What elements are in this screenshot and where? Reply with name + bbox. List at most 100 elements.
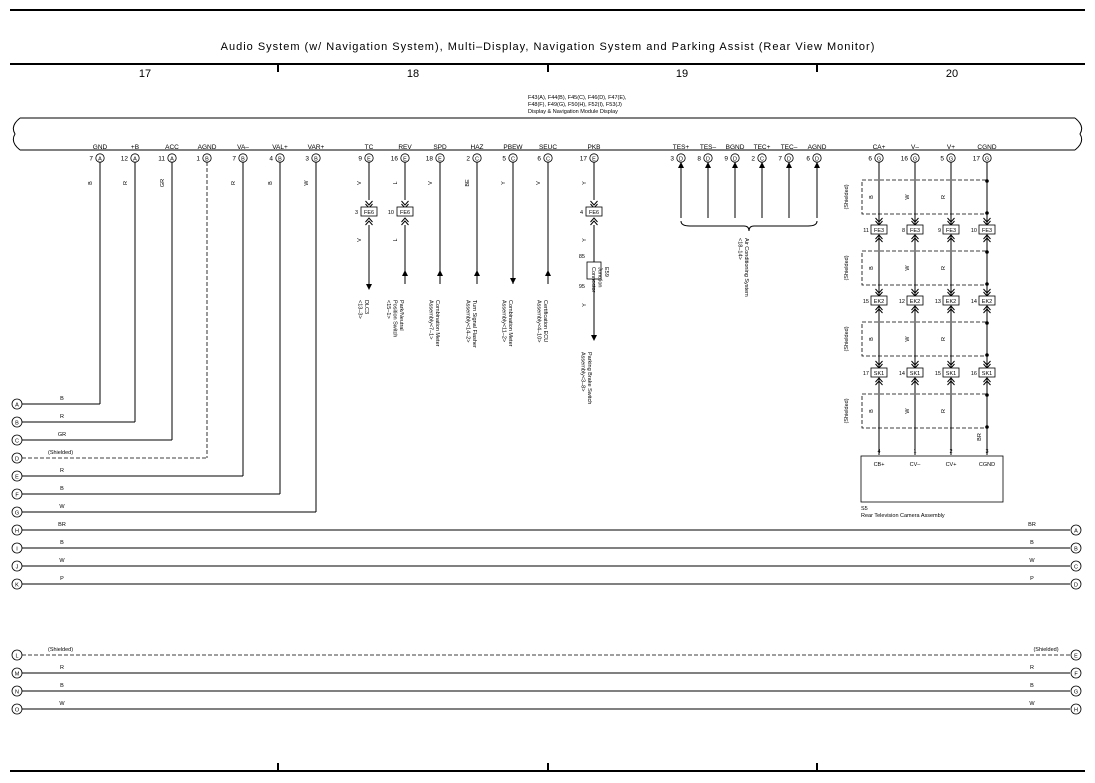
terminal-pin: 9 [724,156,728,163]
terminal-name: VAR+ [308,144,325,151]
destination-cert: Certification ECUAssembly<4–10> [536,300,549,343]
shielded-box [861,179,988,215]
junction-pin: 8 [902,228,905,234]
terminal-name: VA– [237,144,249,151]
junction-label: FE6 [400,210,410,216]
terminal-connector-letter: A [133,157,137,163]
arrow-up-icon [705,162,711,168]
junction-label: SK1 [982,371,992,377]
wire-color-label: W [905,408,911,414]
terminal-connector-letter: D [706,157,710,163]
terminal-pin: 17 [580,156,588,163]
junction-pin: 10 [971,228,977,234]
junction-pin: 4 [580,210,583,216]
camera-box [860,455,1004,503]
wire-color-label: Y [582,303,588,307]
bus-letter: G [15,511,19,517]
wire-color-label: B [268,181,274,185]
terminal-name: CGND [977,144,996,151]
junction-pin: 15 [863,299,869,305]
double-chevron-up-icon [983,234,991,243]
section-number: 20 [946,68,958,80]
double-chevron-up-icon [947,305,955,314]
arrow-down-icon [510,278,516,284]
terminal-pin: 8 [697,156,701,163]
terminal-name: BGND [726,144,745,151]
wire-color-label: V [357,181,363,185]
wire-color-label: Y [501,181,507,185]
terminal-connector-letter: B [241,157,245,163]
terminal-name: +B [131,144,139,151]
shielded-label: (Shielded) [844,398,850,423]
double-chevron-up-icon [911,377,919,386]
junction-pin: 14 [971,299,977,305]
bus-wire-color: B [60,683,64,689]
junction-label: EK2 [982,299,992,305]
bus-wire-color: W [1029,558,1035,564]
bus-connector-left [11,578,23,590]
double-chevron-up-icon [983,305,991,314]
terminal-connector-letter: G [877,157,881,163]
terminal-pin: 6 [537,156,541,163]
bus-letter: C [15,439,19,445]
junction-label: SK1 [874,371,884,377]
junction-box [942,224,960,235]
junction-label: EK2 [946,299,956,305]
bus-letter: L [15,654,18,660]
bus-connector-left [11,452,23,464]
terminal-connector-letter: E [367,157,371,163]
terminal-pin: 12 [121,156,129,163]
junction-label: EK2 [910,299,920,305]
terminal-pin: 5 [940,156,944,163]
wire-color-label: V [357,238,363,242]
junction-label: FE6 [589,210,599,216]
bus-letter: B [1074,547,1078,553]
brace [680,220,818,232]
junction-box [906,367,924,378]
bus-connector-right [1070,524,1082,536]
double-chevron-up-icon [401,217,409,226]
wire-color-label: B [869,266,875,270]
junction-box [942,295,960,306]
bus-wire-color: R [60,414,64,420]
bus-letter: M [15,672,20,678]
bus-letter: J [16,565,19,571]
junction-pin: 15 [935,371,941,377]
terminal-name: V– [911,144,919,151]
junction-box [942,367,960,378]
junction-pin: 10 [388,210,394,216]
terminal-name: SPD [433,144,447,151]
module-connectors: F43(A), F44(B), F45(C), F46(D), F47(E), [528,95,627,101]
bus-letter: N [15,690,19,696]
bus-letter: A [15,403,19,409]
junction-pin: 3 [355,210,358,216]
terminal-pin: 2 [751,156,755,163]
bus-connector-left [11,398,23,410]
bus-connector-left [11,667,23,679]
camera-pin: 3 [985,449,988,455]
terminal-name: TC [365,144,374,151]
terminal-connector-letter: C [760,157,764,163]
double-chevron-up-icon [983,377,991,386]
bus-connector-right [1070,542,1082,554]
bus-connector-left [11,649,23,661]
junction-box [978,224,996,235]
arrow-up-icon [437,270,443,276]
terminal-connector-letter: D [815,157,819,163]
bus-connector-right [1070,649,1082,661]
bus-letter: F [15,493,19,499]
terminal-name: REV [398,144,412,151]
bus-letter: G [1074,690,1078,696]
double-chevron-up-icon [911,234,919,243]
terminal-connector-letter: D [733,157,737,163]
terminal-connector-letter: C [511,157,515,163]
terminal-pin: 6 [806,156,810,163]
junction-box [978,367,996,378]
diagram-title: Audio System (w/ Navigation System), Mul… [221,41,876,53]
arrow-up-icon [678,162,684,168]
arrow-up-icon [759,162,765,168]
terminal-name: TES+ [673,144,690,151]
terminal-name: HAZ [471,144,484,151]
shielded-label: (Shielded) [844,255,850,280]
arrow-up-icon [474,270,480,276]
